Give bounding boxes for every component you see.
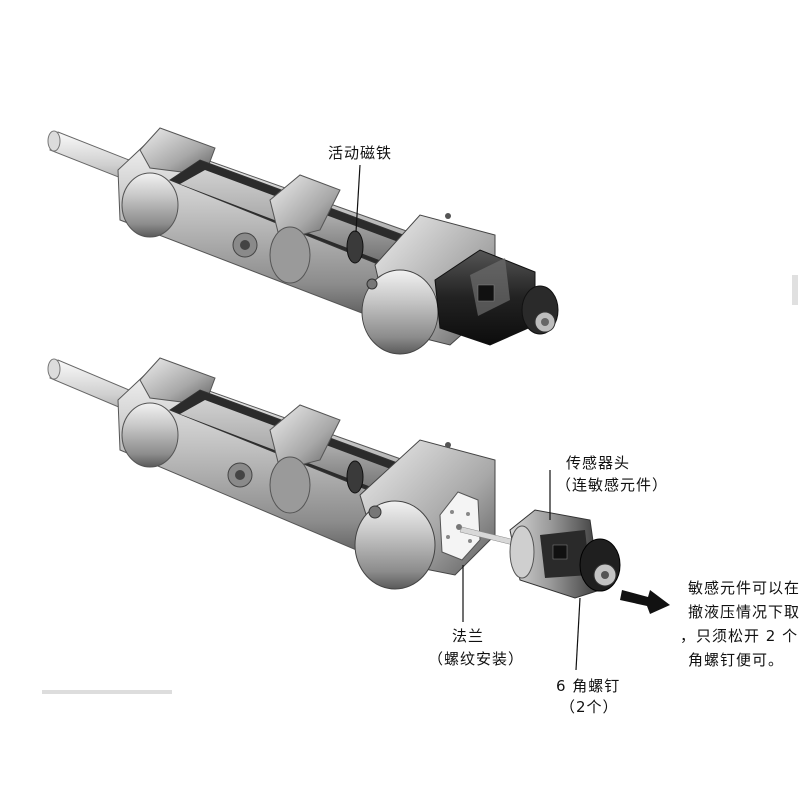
bottom-cylinder: [47, 357, 516, 590]
caption-remnant: [42, 690, 172, 694]
magnet-ring: [346, 460, 364, 494]
top-cylinder: [47, 127, 559, 355]
label-screw: 6 角螺钉: [556, 677, 621, 695]
note-line-2: 撤液压情况下取: [688, 603, 800, 621]
note-line-4: 角螺钉便可。: [688, 651, 785, 669]
magnet-ring: [346, 230, 364, 264]
label-flange-sub: （螺纹安装）: [428, 650, 525, 668]
leader-lines: [355, 164, 581, 671]
leader-magnet: [355, 164, 361, 233]
removal-arrow: [620, 590, 670, 614]
sensor-head-detached: [509, 509, 621, 599]
label-flange: 法兰: [452, 627, 485, 645]
label-screw-sub: （2个）: [560, 698, 619, 716]
leader-screw: [575, 597, 581, 671]
edge-mark: [792, 275, 798, 305]
note-line-3: ，只须松开 2 个: [680, 627, 799, 645]
label-moving-magnet: 活动磁铁: [328, 144, 393, 162]
note-line-1: 敏感元件可以在: [688, 579, 800, 597]
label-sensor-head: 传感器头: [566, 454, 631, 472]
label-sensor-head-sub: （连敏感元件）: [556, 476, 669, 494]
